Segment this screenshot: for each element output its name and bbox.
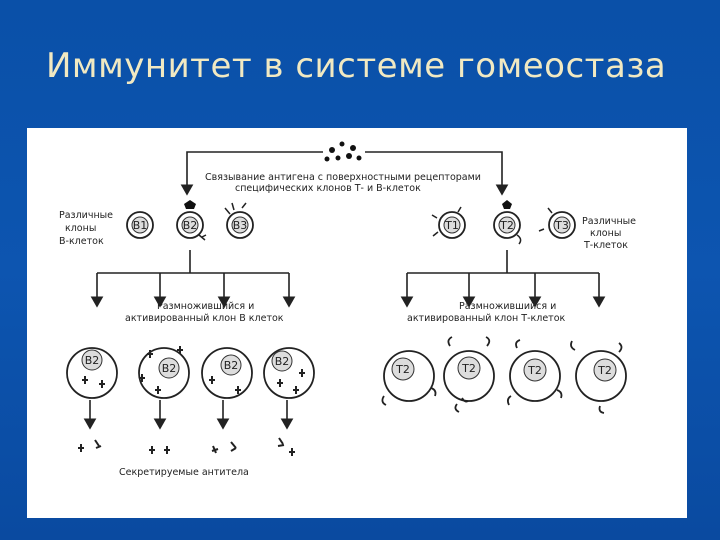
antigen-particles — [325, 142, 362, 162]
t-clones-label-3: Т-клеток — [583, 240, 628, 251]
b-proliferation-arrows — [97, 250, 289, 306]
b-cell-2-label: B2 — [183, 219, 198, 232]
expanded-t-cell-3: T2 — [508, 340, 562, 405]
b-cell-1: B1 — [127, 212, 153, 238]
expanded-b-cell-4: B2 — [264, 348, 314, 398]
b-cell-1-label: B1 — [133, 219, 148, 232]
b-cell-3: B3 — [225, 203, 253, 238]
t-cell-1-label: T1 — [444, 219, 459, 232]
top-caption-line1: Связывание антигена с поверхностными рец… — [205, 172, 481, 183]
expanded-t-cell-2: T2 — [444, 337, 494, 412]
expanded-t-cell-4-label: T2 — [597, 364, 612, 377]
slide-title: Иммунитет в системе гомеостаза — [46, 46, 686, 86]
t-expanded-label-1: Размножившийся и — [459, 301, 556, 312]
antibodies-label: Секретируемые антитела — [119, 467, 249, 478]
t-cell-2-label: T2 — [499, 219, 514, 232]
b-clones-label-2: клоны — [65, 223, 96, 234]
immune-diagram: Связывание антигена с поверхностными рец… — [27, 128, 687, 518]
expanded-t-cell-1: T2 — [382, 351, 435, 405]
t-cell-1: T1 — [432, 207, 465, 238]
expanded-b-cell-3: B2 — [202, 348, 252, 398]
t-cell-2: T2 — [494, 200, 521, 244]
b-cell-2: B2 — [177, 200, 206, 240]
b-expanded-label-1: Размножившийся и — [157, 301, 254, 312]
t-clones-label-1: Различные — [582, 216, 636, 227]
expanded-t-cell-3-label: T2 — [527, 364, 542, 377]
expanded-t-cell-1-label: T2 — [395, 363, 410, 376]
expanded-t-cell-4: T2 — [571, 341, 626, 413]
top-caption-line2: специфических клонов Т- и В-клеток — [235, 183, 421, 194]
t-clones-label-2: клоны — [590, 228, 621, 239]
t-expanded-label-2: активированный клон Т-клеток — [407, 313, 566, 324]
expanded-b-cell-2-label: B2 — [162, 362, 177, 375]
expanded-t-cell-2-label: T2 — [461, 362, 476, 375]
b-cell-3-label: B3 — [233, 219, 248, 232]
expanded-b-cell-1: B2 — [67, 348, 117, 398]
antibody-secretion-arrows — [90, 400, 287, 428]
expanded-b-cell-2: B2 — [139, 346, 189, 398]
b-clones-label-1: Различные — [59, 210, 113, 221]
expanded-b-cell-3-label: B2 — [224, 359, 239, 372]
b-clones-label-3: В-клеток — [59, 236, 104, 247]
b-expanded-label-2: активированный клон В клеток — [125, 313, 284, 324]
t-proliferation-arrows — [407, 250, 599, 306]
diagram-figure: Связывание антигена с поверхностными рец… — [27, 128, 687, 518]
expanded-b-cell-1-label: B2 — [85, 354, 100, 367]
expanded-b-cell-4-label: B2 — [275, 355, 290, 368]
t-cell-3: T3 — [539, 208, 575, 238]
t-cell-3-label: T3 — [554, 219, 569, 232]
secreted-antibodies — [78, 438, 295, 456]
